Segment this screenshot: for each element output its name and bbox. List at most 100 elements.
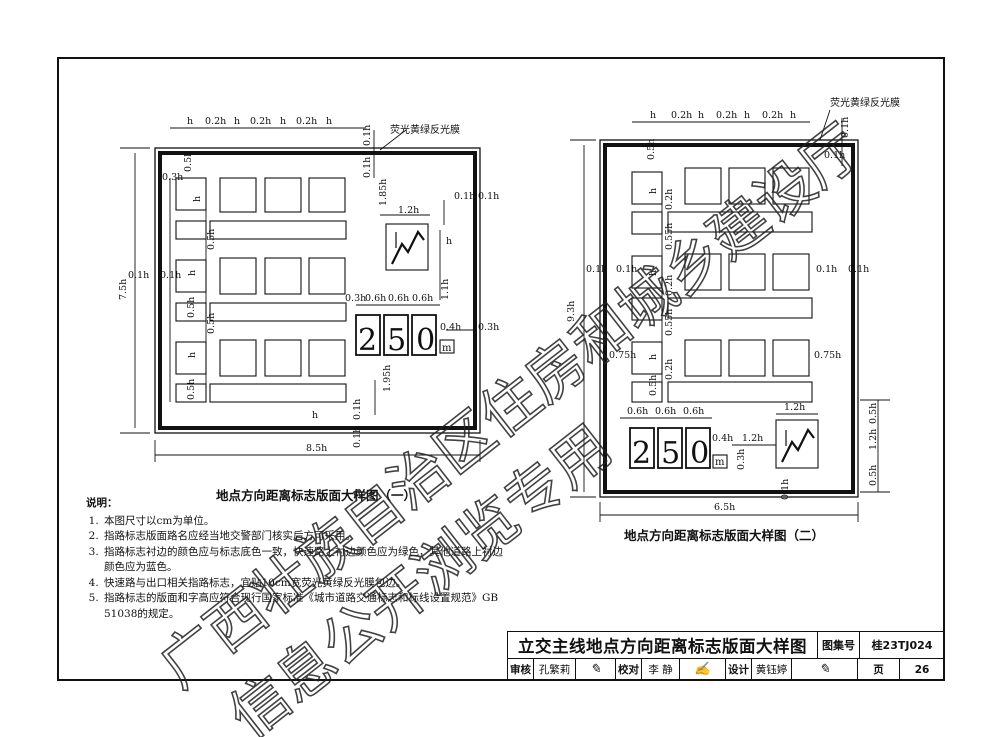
dim-7-5h: 7.5h bbox=[118, 279, 129, 300]
dim-h: h bbox=[312, 410, 318, 421]
dim-0-6h: 0.6h bbox=[627, 406, 648, 417]
dim-h: h bbox=[744, 110, 750, 121]
dim-0-1h: 0.1h bbox=[840, 117, 851, 138]
dim-0-5h: 0.5h bbox=[868, 403, 879, 424]
dim-0-2h: 0.2h bbox=[664, 359, 675, 380]
dim-0-3h: 0.3h bbox=[736, 449, 747, 470]
drawing-frame bbox=[57, 57, 945, 681]
dim-0-3h: 0.3h bbox=[478, 322, 499, 333]
design-signature: ✎ bbox=[791, 659, 857, 680]
page-number: 26 bbox=[899, 659, 944, 680]
dim-h: h bbox=[280, 116, 286, 127]
dim-h: h bbox=[326, 116, 332, 127]
notes: 说明： 本图尺寸以cm为单位。 指路标志版面路名应经当地交警部门核实后方可采用。… bbox=[86, 496, 506, 622]
dim-0-55h: 0.55h bbox=[664, 309, 675, 336]
dim-0-6h: 0.6h bbox=[388, 293, 409, 304]
page-label: 页 bbox=[857, 659, 899, 680]
dim-0-6h: 0.6h bbox=[365, 293, 386, 304]
dim-h: h bbox=[192, 196, 203, 202]
atlas-label: 图集号 bbox=[817, 632, 859, 658]
dim-h: h bbox=[187, 270, 198, 276]
title-block-row-2: 审核 孔繁莉 ✎ 校对 李 静 ✍ 设计 黄钰婷 ✎ 页 26 bbox=[507, 658, 944, 680]
dim-h: h bbox=[698, 110, 704, 121]
design-label: 设计 bbox=[725, 659, 751, 680]
dim-0-5h: 0.5h bbox=[186, 297, 197, 318]
film-label-1: 荧光黄绿反光膜 bbox=[390, 123, 460, 136]
note-item: 快速路与出口相关指路标志，宜贴10cm宽荧光黄绿反光膜包边。 bbox=[102, 576, 506, 592]
caption-1: 地点方向距离标志版面大样图（一） bbox=[216, 488, 416, 503]
review-label: 审核 bbox=[507, 659, 533, 680]
dim-h: h bbox=[187, 116, 193, 127]
dim-1-85h: 1.85h bbox=[378, 179, 389, 206]
dim-0-6h: 0.6h bbox=[655, 406, 676, 417]
dim-1-2h: 1.2h bbox=[784, 402, 805, 413]
dim-0-2h: 0.2h bbox=[762, 110, 783, 121]
dim-h: h bbox=[446, 236, 452, 247]
dim-0-1h-right: 0.1h bbox=[848, 264, 869, 275]
dim-0-3h: 0.3h bbox=[345, 293, 366, 304]
note-item: 指路标志衬边的颜色应与标志底色一致，快速路上衬边颜色应为绿色，其他道路上衬边颜色… bbox=[102, 545, 506, 576]
number-digits: 250 bbox=[358, 323, 445, 358]
notes-title: 说明： bbox=[86, 497, 118, 509]
note-item: 本图尺寸以cm为单位。 bbox=[102, 514, 506, 530]
dim-0-55h: 0.55h bbox=[664, 223, 675, 250]
unit-m: m bbox=[715, 457, 725, 468]
dim-0-1h-left: 0.1h bbox=[586, 264, 607, 275]
dim-0-5h: 0.5h bbox=[646, 139, 657, 160]
dim-0-5h: 0.5h bbox=[206, 313, 217, 334]
dim-0-2h: 0.2h bbox=[664, 189, 675, 210]
atlas-number: 桂23TJ024 bbox=[859, 632, 944, 658]
check-name: 李 静 bbox=[641, 659, 679, 680]
dim-h: h bbox=[648, 188, 659, 194]
dim-0-1h: 0.1h bbox=[362, 157, 373, 178]
dim-0-1h-top: 0.1h bbox=[362, 125, 373, 146]
dim-8-5h: 8.5h bbox=[306, 443, 327, 454]
dim-0-1h: 0.1h bbox=[824, 150, 845, 161]
check-signature: ✍ bbox=[679, 659, 725, 680]
dim-h: h bbox=[187, 352, 198, 358]
dim-0-5h: 0.5h bbox=[186, 379, 197, 400]
dim-h: h bbox=[648, 354, 659, 360]
review-name: 孔繁莉 bbox=[533, 659, 575, 680]
dim-0-2h: 0.2h bbox=[716, 110, 737, 121]
number-digits: 250 bbox=[632, 436, 719, 471]
design-name: 黄钰婷 bbox=[751, 659, 791, 680]
dim-0-2h: 0.2h bbox=[671, 110, 692, 121]
dim-1-2h: 1.2h bbox=[868, 429, 879, 450]
unit-m: m bbox=[442, 343, 452, 354]
dim-0-5h: 0.5h bbox=[183, 151, 194, 172]
dim-0-1h-right-outer: 0.1h bbox=[478, 191, 499, 202]
title-block-row-1: 立交主线地点方向距离标志版面大样图 图集号 桂23TJ024 bbox=[507, 631, 944, 658]
dim-0-4h: 0.4h bbox=[440, 322, 461, 333]
dim-1-1h: 1.1h bbox=[440, 279, 451, 300]
dim-1-2h: 1.2h bbox=[742, 433, 763, 444]
dim-0-6h: 0.6h bbox=[412, 293, 433, 304]
dim-0-75h-left: 0.75h bbox=[609, 350, 636, 361]
dim-h: h bbox=[648, 270, 659, 276]
dim-0-5h: 0.5h bbox=[648, 375, 659, 396]
dim-0-1h-right: 0.1h bbox=[454, 191, 475, 202]
dim-1-95h: 1.95h bbox=[382, 365, 393, 392]
dim-0-1h: 0.1h bbox=[352, 427, 363, 448]
dim-0-2h: 0.2h bbox=[205, 116, 226, 127]
title-block: 立交主线地点方向距离标志版面大样图 图集号 桂23TJ024 审核 孔繁莉 ✎ … bbox=[507, 631, 944, 680]
dim-0-5h: 0.5h bbox=[206, 229, 217, 250]
dim-0-6h: 0.6h bbox=[683, 406, 704, 417]
note-item: 指路标志版面路名应经当地交警部门核实后方可采用。 bbox=[102, 529, 506, 545]
dim-1-2h: 1.2h bbox=[398, 205, 419, 216]
dim-0-1h-right-inner: 0.1h bbox=[816, 264, 837, 275]
dim-0-4h: 0.4h bbox=[712, 433, 733, 444]
dim-0-1h-left-inner: 0.1h bbox=[160, 270, 181, 281]
caption-2: 地点方向距离标志版面大样图（二） bbox=[624, 528, 824, 543]
film-label-2: 荧光黄绿反光膜 bbox=[830, 96, 900, 109]
note-item: 指路标志的版面和字高应符合现行国家标准《城市道路交通标志和标线设置规范》GB 5… bbox=[102, 591, 506, 622]
dim-0-2h: 0.2h bbox=[664, 275, 675, 296]
dim-6-5h: 6.5h bbox=[714, 502, 735, 513]
dim-0-2h: 0.2h bbox=[296, 116, 317, 127]
dim-0-75h-right: 0.75h bbox=[814, 350, 841, 361]
review-signature: ✎ bbox=[575, 659, 615, 680]
dim-0-1h: 0.1h bbox=[352, 399, 363, 420]
